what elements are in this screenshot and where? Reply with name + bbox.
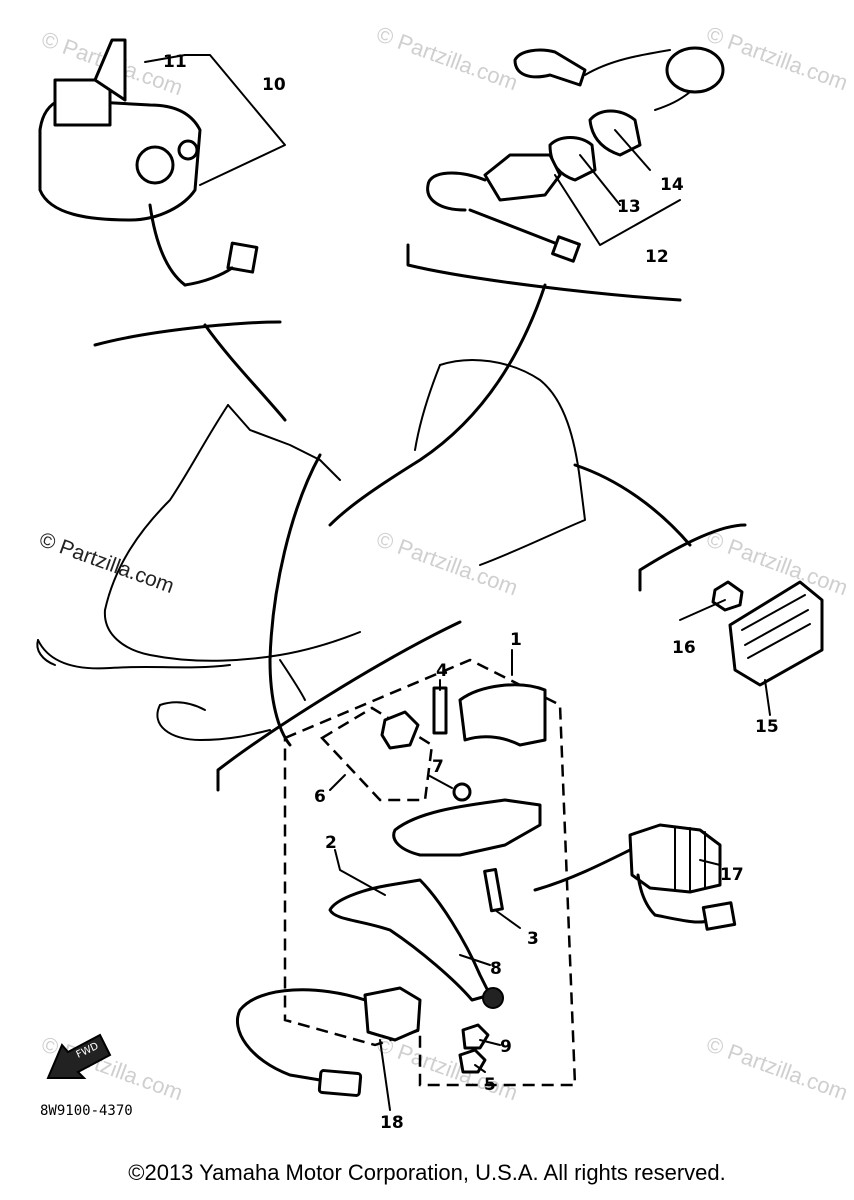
- wires: [203, 283, 692, 892]
- part-17-connector: [628, 823, 737, 931]
- callout-6: 6: [314, 787, 326, 807]
- part-16-nut: [711, 580, 744, 612]
- part-1-lever-assembly: [328, 683, 547, 1074]
- snowmobile-body: [36, 359, 586, 741]
- part-11-cap: [53, 78, 112, 127]
- watermark: © Partzilla.com: [703, 1031, 851, 1105]
- callout-4: 4: [436, 661, 448, 681]
- watermark: © Partzilla.com: [373, 1031, 521, 1105]
- callouts: 1 2 3 4 5 6 7 8 9 10 11 12 13 14 15 16 1…: [163, 52, 779, 1133]
- panel-lines: [93, 243, 747, 792]
- copyright-notice: ©2013 Yamaha Motor Corporation, U.S.A. A…: [128, 1160, 726, 1185]
- part-9-washer: [461, 1023, 490, 1050]
- watermark-dark: © Partzilla.com: [36, 528, 177, 598]
- part-4-screw: [432, 686, 448, 735]
- part-15-reflector: [711, 580, 824, 687]
- callout-11: 11: [163, 52, 187, 72]
- watermark: © Partzilla.com: [373, 526, 521, 600]
- part-14-nut: [588, 109, 642, 157]
- callout-1: 1: [510, 630, 522, 650]
- watermark: © Partzilla.com: [703, 21, 851, 95]
- callout-15: 15: [755, 717, 779, 737]
- callout-5: 5: [484, 1075, 496, 1095]
- callout-10: 10: [262, 75, 286, 95]
- part-3-screw: [483, 867, 504, 913]
- assembly-box: [283, 658, 577, 1087]
- callout-2: 2: [325, 833, 337, 853]
- watermark: © Partzilla.com: [373, 21, 521, 95]
- diagram-code: 8W9100-4370: [40, 1103, 133, 1119]
- callout-14: 14: [660, 175, 684, 195]
- callout-13: 13: [617, 197, 641, 217]
- callout-7: 7: [432, 757, 444, 777]
- callout-8: 8: [490, 959, 502, 979]
- callout-3: 3: [527, 929, 539, 949]
- callout-18: 18: [380, 1113, 404, 1133]
- part-18-lever-switch: [235, 986, 422, 1097]
- callout-17: 17: [720, 865, 744, 885]
- part-10-switch-housing: [38, 38, 259, 287]
- part-2-lever: [328, 878, 492, 1002]
- callout-16: 16: [672, 638, 696, 658]
- fwd-arrow-icon: FWD: [46, 1033, 112, 1079]
- callout-12: 12: [645, 247, 669, 267]
- key-ring: [665, 46, 725, 94]
- leader-lines: [144, 54, 771, 1111]
- callout-9: 9: [500, 1037, 512, 1057]
- part-7-spring: [452, 782, 472, 802]
